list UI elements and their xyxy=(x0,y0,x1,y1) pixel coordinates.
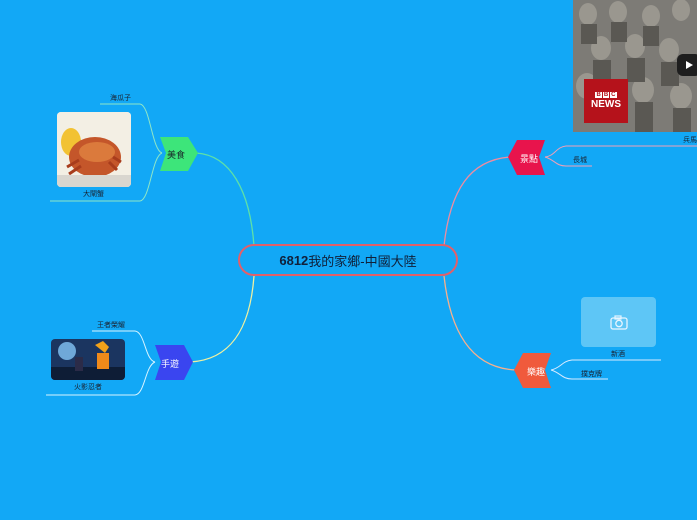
food-arrow[interactable] xyxy=(160,137,198,171)
food-item-clams[interactable]: 海瓜子 xyxy=(110,95,131,102)
connector-sights xyxy=(443,156,511,247)
sights-item-terracotta[interactable]: 兵馬 xyxy=(683,137,697,144)
fun-label: 樂趣 xyxy=(526,367,545,377)
bbc-news-text: NEWS xyxy=(591,99,621,110)
image-placeholder[interactable] xyxy=(581,297,656,347)
fun-item-poker[interactable]: 撲克牌 xyxy=(581,371,602,378)
central-prefix: 6812 xyxy=(279,252,309,268)
food-item-crab[interactable]: 大閘蟹 xyxy=(83,191,104,198)
camera-icon xyxy=(609,314,628,330)
sights-item-greatwall[interactable]: 長城 xyxy=(573,157,587,164)
fun-bracket xyxy=(550,359,661,380)
games-item-naruto[interactable]: 火影忍者 xyxy=(74,384,102,391)
games-arrow[interactable] xyxy=(155,345,193,380)
games-item-honor[interactable]: 王者榮耀 xyxy=(97,322,125,329)
connector-fun xyxy=(443,275,517,371)
connector-games xyxy=(189,275,255,363)
food-bracket xyxy=(50,103,163,202)
food-label: 美食 xyxy=(166,150,185,160)
central-title: 我的家鄉-中國大陸 xyxy=(308,253,417,269)
fun-item-wine[interactable]: 新酒 xyxy=(611,351,625,358)
naruto-image xyxy=(51,339,125,380)
play-icon[interactable] xyxy=(677,54,697,76)
connector-food xyxy=(195,152,255,247)
terracotta-video[interactable]: B B C NEWS xyxy=(573,0,697,132)
sights-bracket xyxy=(544,145,697,167)
sights-arrow[interactable] xyxy=(508,140,545,175)
sights-label: 景點 xyxy=(519,154,538,164)
fun-arrow[interactable] xyxy=(514,353,551,388)
games-bracket xyxy=(46,330,156,396)
crab-image xyxy=(57,112,131,187)
bbc-news-logo: B B C NEWS xyxy=(584,79,628,123)
games-label: 手遊 xyxy=(160,359,179,369)
